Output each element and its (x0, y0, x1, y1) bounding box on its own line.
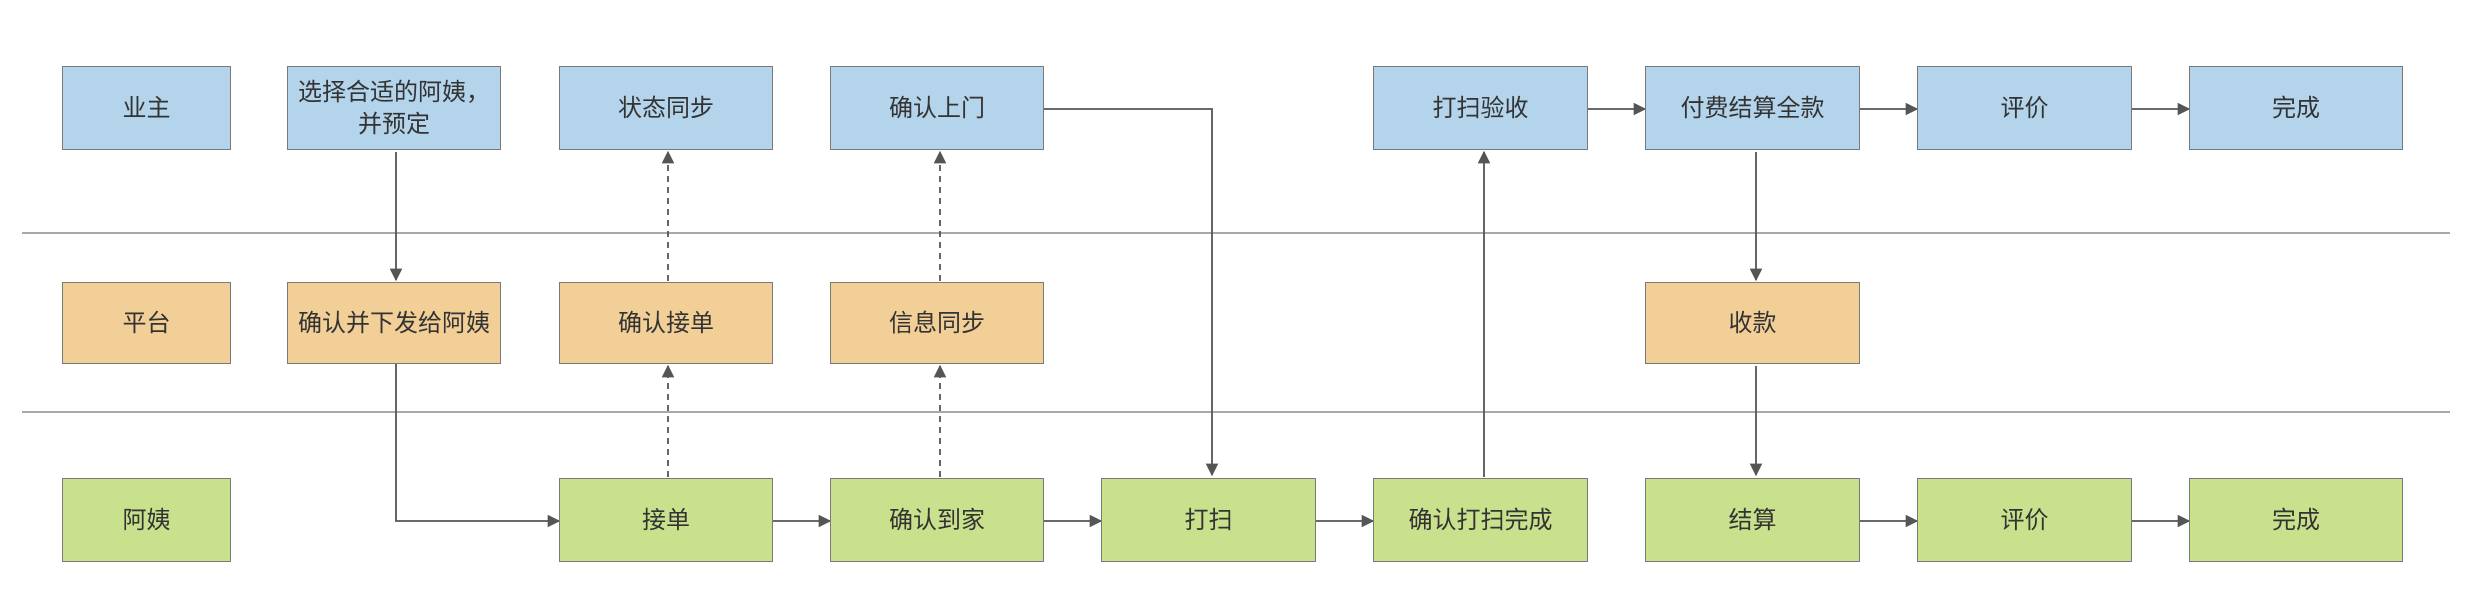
lane-label-platform-text: 平台 (122, 309, 171, 337)
node-owner-review: 评价 (1917, 66, 2132, 150)
lane-label-auntie: 阿姨 (62, 478, 231, 562)
node-settle: 结算 (1645, 478, 1860, 562)
node-collect: 收款 (1645, 282, 1860, 364)
node-auntie-done: 完成 (2189, 478, 2403, 562)
node-confirm-arrival-text: 确认到家 (889, 506, 985, 534)
node-inspect-text: 打扫验收 (1432, 94, 1529, 122)
arrow-confirm-visit-to-clean (1044, 108, 1219, 477)
node-clean-text: 打扫 (1184, 506, 1233, 534)
node-confirm-order: 确认接单 (559, 282, 773, 364)
node-info-sync: 信息同步 (830, 282, 1044, 364)
node-confirm-dispatch-text: 确认并下发给阿姨 (298, 309, 490, 337)
node-confirm-order-text: 确认接单 (618, 309, 714, 337)
node-confirm-visit-text: 确认上门 (889, 94, 985, 122)
node-auntie-review: 评价 (1917, 478, 2132, 562)
lane-label-auntie-text: 阿姨 (122, 506, 171, 534)
lane-label-owner: 业主 (62, 66, 231, 150)
node-select-auntie: 选择合适的阿姨， 并预定 (287, 66, 501, 150)
arrow-dispatch-to-accept (395, 364, 561, 528)
node-confirm-clean-done: 确认打扫完成 (1373, 478, 1588, 562)
node-accept-order: 接单 (559, 478, 773, 562)
node-confirm-clean-done-text: 确认打扫完成 (1408, 506, 1553, 534)
node-confirm-arrival: 确认到家 (830, 478, 1044, 562)
node-settle-text: 结算 (1728, 506, 1777, 534)
node-select-auntie-text: 选择合适的阿姨， 并预定 (298, 78, 490, 138)
node-confirm-dispatch: 确认并下发给阿姨 (287, 282, 501, 364)
node-owner-done-text: 完成 (2272, 94, 2320, 122)
node-pay-full: 付费结算全款 (1645, 66, 1860, 150)
node-owner-review-text: 评价 (2000, 94, 2049, 122)
node-inspect: 打扫验收 (1373, 66, 1588, 150)
lane-label-platform: 平台 (62, 282, 231, 364)
node-accept-order-text: 接单 (642, 506, 690, 534)
node-clean: 打扫 (1101, 478, 1316, 562)
node-auntie-done-text: 完成 (2272, 506, 2320, 534)
node-confirm-visit: 确认上门 (830, 66, 1044, 150)
node-auntie-review-text: 评价 (2000, 506, 2049, 534)
node-status-sync-text: 状态同步 (618, 94, 714, 122)
node-pay-full-text: 付费结算全款 (1680, 94, 1825, 122)
node-status-sync: 状态同步 (559, 66, 773, 150)
node-collect-text: 收款 (1728, 309, 1777, 337)
node-owner-done: 完成 (2189, 66, 2403, 150)
lane-label-owner-text: 业主 (122, 94, 171, 122)
node-info-sync-text: 信息同步 (889, 309, 985, 337)
